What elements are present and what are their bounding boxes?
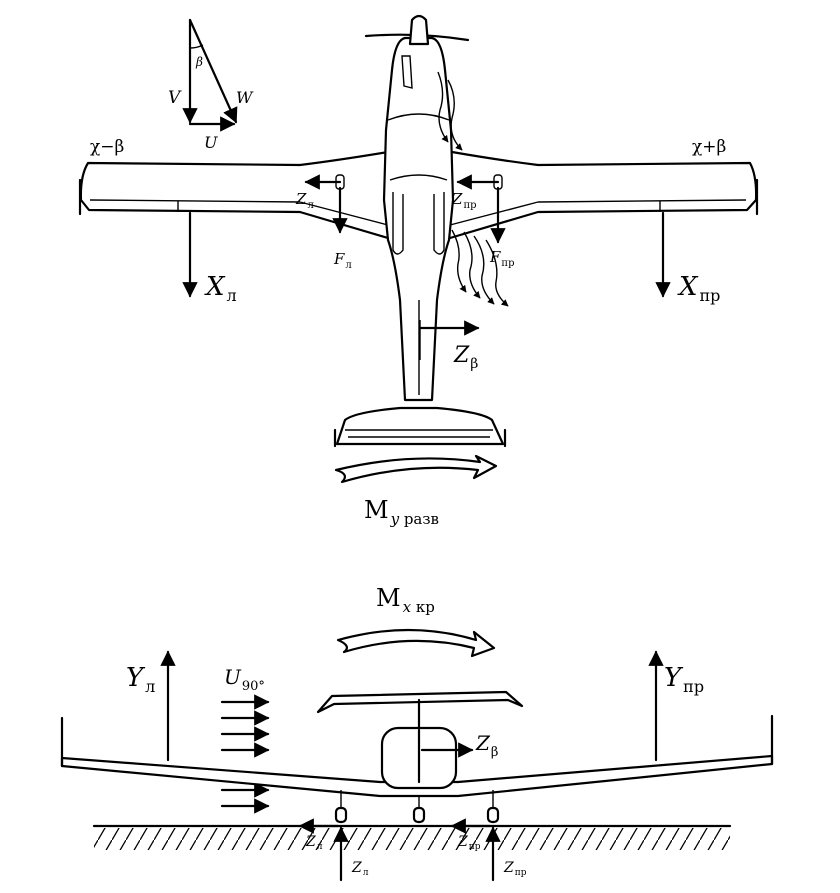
z-beta-label: Zβ	[453, 343, 478, 372]
left-sweep-label: χ−β	[90, 137, 124, 157]
fpr-label: Fпр	[489, 248, 515, 269]
ground-zpr-label: Zпр	[503, 860, 527, 878]
gear-zpr-label: Zпр	[457, 834, 481, 852]
zl-label: Zл	[295, 190, 314, 211]
gear-zl-label: Zл	[305, 834, 323, 852]
right-sweep-label: χ+β	[692, 137, 726, 157]
u-label: U	[204, 133, 218, 152]
top-horizontal-tail	[335, 406, 505, 446]
top-view: V W U β	[78, 14, 759, 528]
velocity-triangle: V W U β	[168, 18, 254, 152]
landing-gear	[334, 790, 500, 824]
top-fuselage	[382, 36, 455, 402]
roll-moment-arrow	[336, 628, 496, 658]
front-z-beta-label: Zβ	[475, 731, 498, 760]
v-label: V	[168, 88, 182, 108]
side-wind-arrows	[220, 694, 270, 814]
beta-angle-label: β	[195, 55, 203, 69]
zpr-label: Zпр	[451, 190, 477, 211]
yaw-moment-arrow	[334, 454, 498, 484]
u90-label: U90°	[224, 665, 265, 694]
fl-label: Fл	[333, 250, 352, 271]
ground-zl-label: Zл	[351, 860, 369, 878]
prop-wash-streamlines	[437, 71, 509, 307]
ground	[92, 824, 732, 850]
w-label: W	[236, 88, 254, 107]
